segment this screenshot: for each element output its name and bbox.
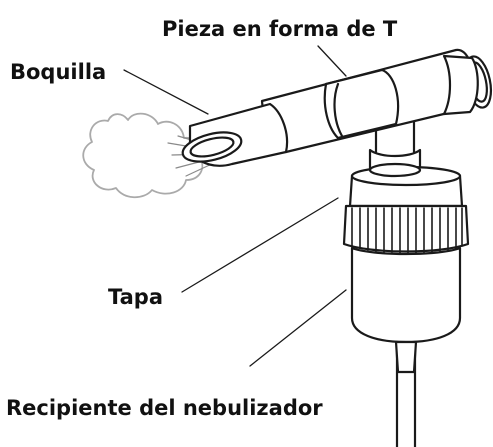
cap-ring-ridges bbox=[351, 207, 463, 254]
t-piece-sleeve-edge bbox=[333, 82, 344, 138]
mist-cloud bbox=[82, 112, 204, 199]
t-piece-sleeve bbox=[323, 68, 400, 140]
cup-body bbox=[350, 246, 462, 344]
leader-lines bbox=[123, 45, 347, 367]
label-nebulizer-cup: Recipiente del nebulizador bbox=[6, 396, 323, 420]
cap-ring bbox=[342, 204, 470, 253]
mouthpiece-opening bbox=[181, 131, 243, 163]
tubing-connector bbox=[394, 340, 418, 374]
cap-top-inner bbox=[368, 162, 422, 178]
mouthpiece-opening-inner bbox=[189, 136, 235, 158]
label-t-piece: Pieza en forma de T bbox=[162, 17, 398, 41]
tube-right-band bbox=[442, 54, 479, 116]
label-cap: Tapa bbox=[108, 285, 163, 309]
label-mouthpiece: Boquilla bbox=[10, 60, 107, 84]
